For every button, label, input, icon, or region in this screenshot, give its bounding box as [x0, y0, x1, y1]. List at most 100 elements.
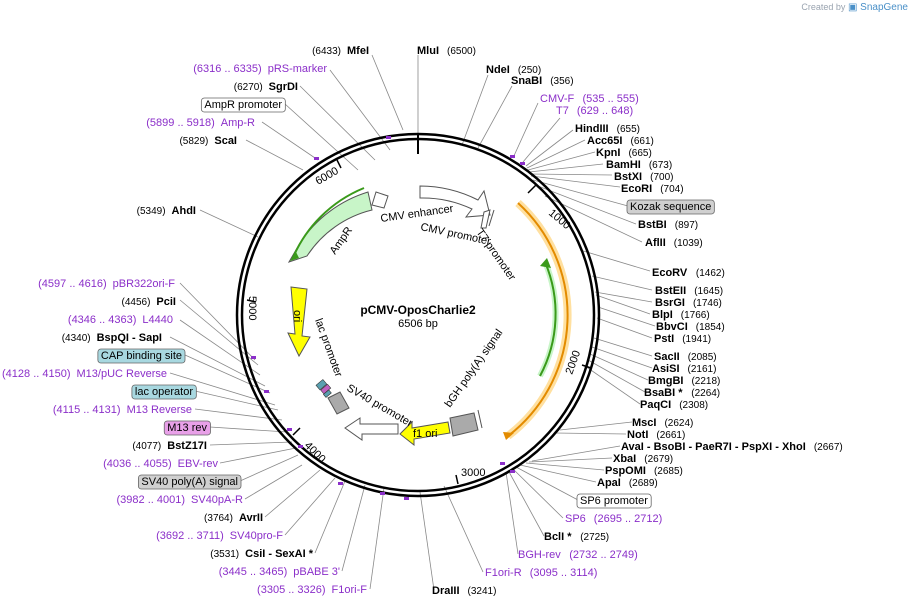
- tick-label-4000: 4000: [302, 440, 328, 466]
- tick-6000: [336, 159, 342, 169]
- site-position: (700): [650, 172, 673, 183]
- site-position: (661): [630, 136, 653, 147]
- site-position: (4456): [122, 297, 151, 308]
- site-name: PspOMI: [605, 465, 646, 477]
- site-label-avai-bsobi-paer7i-pspxi-xhoi: AvaI - BsoBI - PaeR7I - PspXI - XhoI(266…: [621, 441, 843, 453]
- site-name: SgrDI: [269, 81, 298, 93]
- site-position: (1645): [694, 286, 723, 297]
- site-position: (3305 .. 3326): [257, 584, 326, 596]
- site-label-msci: MscI(2624): [632, 417, 693, 429]
- site-position: (2732 .. 2749): [569, 549, 638, 561]
- site-name: MluI: [417, 45, 439, 57]
- lac-operator-mark: [322, 389, 332, 398]
- site-name: PstI: [654, 333, 674, 345]
- site-label-m13-reverse: M13 Reverse (4115 .. 4131): [53, 404, 192, 416]
- site-position: (665): [628, 148, 651, 159]
- site-name: BsaBI *: [644, 387, 683, 399]
- features: [287, 185, 572, 447]
- site-name: BsrGI: [655, 297, 685, 309]
- site-label-ecorv: EcoRV(1462): [652, 267, 725, 279]
- site-name: F1ori-F: [332, 584, 368, 596]
- site-position: (4597 .. 4616): [38, 278, 107, 290]
- site-name: M13/pUC Reverse: [77, 368, 167, 380]
- left-site-labels: MfeI(6433)pRS-marker(6316 .. 6335)SgrDI(…: [2, 45, 369, 596]
- t7-arrow: [480, 209, 491, 229]
- sv40-polya-box: [327, 391, 350, 415]
- site-name: AsiSI: [652, 363, 680, 375]
- feature-box: [97, 348, 186, 364]
- cap-binding-site-mark: [315, 379, 328, 391]
- site-position: (2161): [688, 364, 717, 375]
- site-name: pRS-marker: [268, 63, 328, 75]
- site-position: (2685): [654, 466, 683, 477]
- site-position: (6433): [312, 46, 341, 57]
- site-name: EBV-rev: [178, 458, 219, 470]
- site-label-pbr322ori-f: pBR322ori-F (4597 .. 4616): [38, 278, 175, 290]
- tick-label-5000: 5000: [246, 296, 258, 320]
- site-name: EcoRI: [621, 183, 652, 195]
- site-position: (1854): [696, 322, 725, 333]
- snapgene-name: SnapGene: [860, 2, 908, 13]
- site-position: (2624): [664, 418, 693, 429]
- site-position: (1462): [696, 268, 725, 279]
- site-position: (3445 .. 3465): [219, 566, 288, 578]
- site-name: AflII: [645, 237, 666, 249]
- feature-box: [137, 474, 242, 490]
- site-name: SV40pro-F: [230, 530, 283, 542]
- site-name: pBR322ori-F: [113, 278, 176, 290]
- feature-box: [576, 493, 652, 509]
- site-name: BlpI: [652, 309, 673, 321]
- site-name: AvrII: [239, 512, 263, 524]
- site-name: Kozak sequence: [630, 201, 711, 213]
- site-label-m13-rev: M13 rev: [163, 420, 211, 436]
- site-position: (535 .. 555): [583, 93, 639, 105]
- site-name: F1ori-R: [485, 567, 522, 579]
- site-label-aflii: AflII(1039): [645, 237, 703, 249]
- site-label-lac-operator: lac operator: [131, 384, 197, 400]
- site-label-pcii: PciI(4456): [122, 296, 176, 308]
- tick-5000: [246, 299, 257, 303]
- t7-promoter-label: T7 promoter: [474, 227, 518, 283]
- site-name: CsiI - SexAI *: [245, 548, 314, 560]
- site-position: (2264): [691, 388, 720, 399]
- site-position: (4340): [62, 333, 91, 344]
- site-position: (4346 .. 4363): [68, 314, 137, 326]
- site-label-sacii: SacII(2085): [654, 351, 717, 363]
- site-label-scai: ScaI(5829): [179, 135, 237, 147]
- site-label-acc65i: Acc65I(661): [587, 135, 654, 147]
- tick-2000: [581, 364, 592, 369]
- site-name: M13 Reverse: [127, 404, 192, 416]
- site-position: (673): [649, 160, 672, 171]
- site-position: (4036 .. 4055): [103, 458, 172, 470]
- site-position: (655): [617, 124, 640, 135]
- feature-box: [131, 384, 197, 400]
- site-name: SnaBI: [511, 75, 542, 87]
- site-name: CMV-F: [540, 93, 575, 105]
- site-label-hindiii: HindIII (655): [575, 123, 640, 135]
- snapgene-credit: Created by ▣ SnapGene: [801, 2, 908, 13]
- site-name: AvaI - BsoBI - PaeR7I - PspXI - XhoI: [621, 441, 806, 453]
- site-label-pbabe-3: pBABE 3'(3445 .. 3465): [219, 566, 340, 578]
- site-label-prs-marker: pRS-marker(6316 .. 6335): [193, 63, 327, 75]
- site-label-cap-binding-site: CAP binding site: [97, 348, 186, 364]
- primer-mark: [510, 155, 515, 158]
- primer-mark: [287, 428, 292, 431]
- site-label-mlui: MluI(6500): [417, 45, 476, 57]
- primer-mark: [386, 136, 391, 139]
- cmv-arrow: [419, 185, 491, 218]
- site-label-ebv-rev: EBV-rev (4036 .. 4055): [103, 458, 218, 470]
- insert-arrowhead: [503, 432, 514, 440]
- primer-mark: [500, 462, 505, 465]
- site-position: (3095 .. 3114): [530, 567, 598, 579]
- site-position: (3692 .. 3711): [156, 530, 224, 542]
- sv40-promoter-arrow: [344, 417, 399, 441]
- site-position: (4115 .. 4131): [53, 404, 121, 416]
- site-label-noti: NotI(2661): [627, 429, 685, 441]
- site-label-asisi: AsiSI (2161): [652, 363, 716, 375]
- site-position: (1766): [681, 310, 710, 321]
- site-name: ApaI: [597, 477, 621, 489]
- site-name: HindIII: [575, 123, 609, 135]
- bgh-line: [477, 409, 483, 429]
- site-position: (2689): [629, 478, 658, 489]
